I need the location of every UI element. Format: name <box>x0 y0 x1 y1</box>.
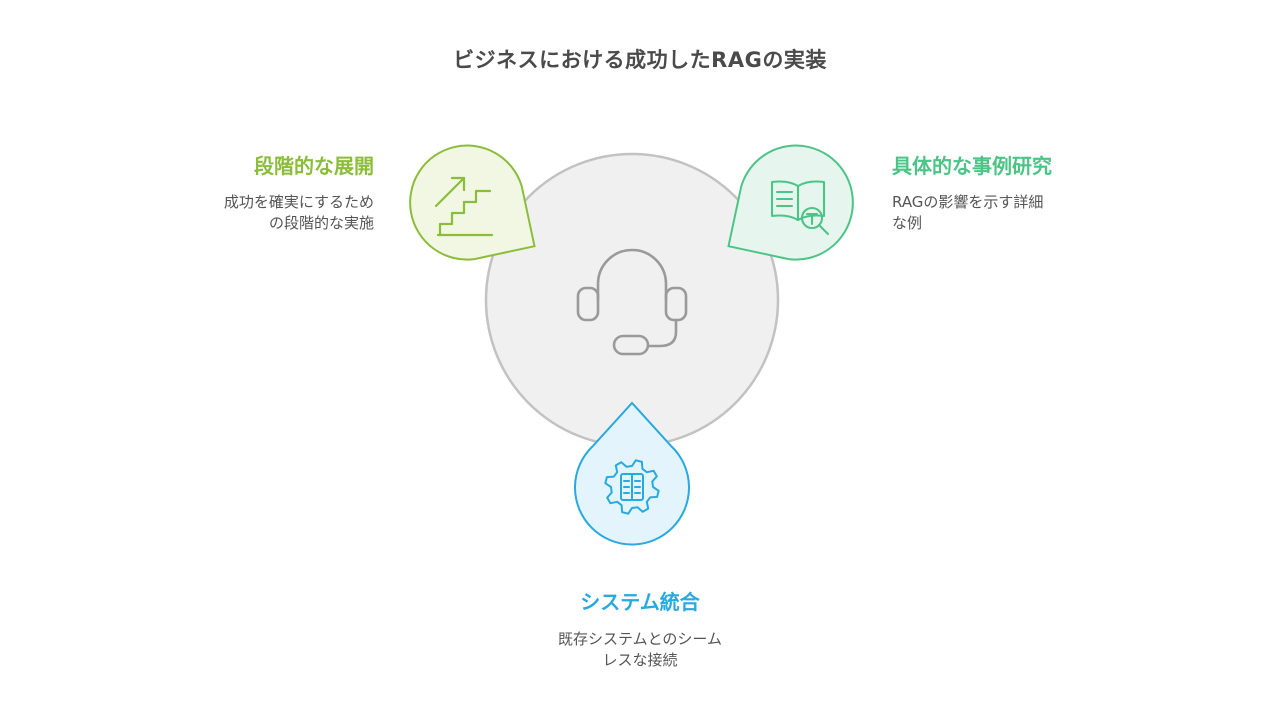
case-studies-desc-line: RAGの影響を示す詳細 <box>892 193 1044 211</box>
phased-rollout-description: 成功を確実にするため の段階的な実施 <box>174 192 374 234</box>
page-title: ビジネスにおける成功したRAGの実装 <box>453 48 827 72</box>
case-studies-desc-line: な例 <box>892 214 923 232</box>
stairs-arrow-icon <box>434 176 494 237</box>
case-studies-node <box>727 144 854 261</box>
headset-icon <box>576 248 688 356</box>
system-integration-heading: システム統合 <box>580 590 700 614</box>
phased-rollout-node <box>409 144 536 261</box>
case-studies-description: RAGの影響を示す詳細 な例 <box>892 192 1092 234</box>
book-search-icon <box>770 180 830 236</box>
phased-rollout-heading: 段階的な展開 <box>254 154 374 178</box>
system-integration-desc-line: レスな接続 <box>602 651 678 669</box>
system-integration-description: 既存システムとのシーム レスな接続 <box>510 629 770 671</box>
gear-document-icon <box>604 459 660 515</box>
case-studies-drop <box>727 144 854 261</box>
system-integration-desc-line: 既存システムとのシーム <box>558 630 722 648</box>
phased-rollout-desc-line: の段階的な実施 <box>268 214 374 232</box>
phased-rollout-desc-line: 成功を確実にするため <box>223 193 374 211</box>
case-studies-heading: 具体的な事例研究 <box>892 154 1052 178</box>
system-integration-node <box>574 401 690 546</box>
